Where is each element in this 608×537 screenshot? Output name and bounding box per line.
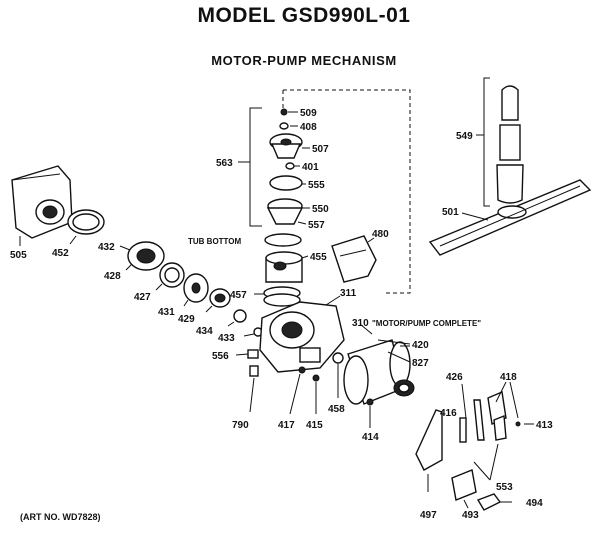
callout-427: 427: [134, 292, 151, 303]
bracket-549: [483, 77, 490, 207]
screw-509: [280, 108, 288, 116]
cover-480: [331, 235, 377, 283]
washer-434: [233, 309, 247, 323]
impeller-428: [119, 241, 165, 271]
part-416: [459, 417, 467, 443]
callout-310: 310: [352, 318, 369, 329]
part-401: [285, 162, 295, 170]
part-458: [332, 352, 344, 364]
art-number: (ART NO. WD7828): [20, 512, 101, 522]
callout-457: 457: [230, 290, 247, 301]
seal-429: [209, 288, 231, 308]
callout-420: 420: [412, 340, 429, 351]
callout-433: 433: [218, 333, 235, 344]
callout-507: 507: [312, 144, 329, 155]
section-title: MOTOR-PUMP MECHANISM: [211, 53, 397, 68]
callout-426: 426: [446, 372, 463, 383]
filter-housing-505: [11, 165, 73, 239]
hub-507: [269, 133, 303, 159]
bracket-563: [249, 107, 262, 227]
cup-550: [266, 198, 304, 225]
callout-416: 416: [440, 408, 457, 419]
tub-bottom-gasket: [264, 233, 302, 247]
assembly-dashed-outline: [283, 89, 411, 294]
screw-417: [298, 366, 306, 374]
part-494: [476, 493, 502, 511]
plate-431: [183, 273, 209, 303]
callout-553: 553: [496, 482, 513, 493]
callout-401: 401: [302, 162, 319, 173]
callout-549: 549: [456, 131, 473, 142]
callout-429: 429: [178, 314, 195, 325]
callout-413: 413: [536, 420, 553, 431]
callout-494: 494: [526, 498, 543, 509]
spray-tower-549: [496, 85, 524, 204]
callout-505: 505: [10, 250, 27, 261]
ring-555: [269, 175, 303, 191]
callout-550: 550: [312, 204, 329, 215]
callout-310-desc: "MOTOR/PUMP COMPLETE": [372, 319, 481, 328]
callout-434: 434: [196, 326, 213, 337]
part-790: [249, 365, 259, 377]
callout-452: 452: [52, 248, 69, 259]
callout-790: 790: [232, 420, 249, 431]
wire-420: [377, 339, 411, 345]
bracket-497: [415, 409, 443, 471]
callout-563: 563: [216, 158, 233, 169]
switch-493: [451, 469, 477, 501]
callout-418: 418: [500, 372, 517, 383]
pump-body-311: [259, 301, 345, 373]
screw-413: [515, 421, 521, 427]
label-tub-bottom: TUB BOTTOM: [188, 237, 242, 246]
callout-556: 556: [212, 351, 229, 362]
callout-827: 827: [412, 358, 429, 369]
washer-408: [279, 122, 289, 130]
ring-457: [263, 286, 301, 307]
callout-431: 431: [158, 307, 175, 318]
callout-415: 415: [306, 420, 323, 431]
callout-432: 432: [98, 242, 115, 253]
seal-427: [159, 262, 185, 288]
screw-415: [312, 374, 320, 382]
part-414: [366, 398, 374, 406]
housing-455: [265, 251, 303, 283]
callout-480: 480: [372, 229, 389, 240]
callout-417: 417: [278, 420, 295, 431]
callout-455: 455: [310, 252, 327, 263]
callout-428: 428: [104, 271, 121, 282]
callout-408: 408: [300, 122, 317, 133]
callout-555: 555: [308, 180, 325, 191]
callout-497: 497: [420, 510, 437, 521]
callout-509: 509: [300, 108, 317, 119]
callout-501: 501: [442, 207, 459, 218]
spray-arm-501: [428, 179, 592, 256]
part-827: [387, 351, 411, 363]
callout-557: 557: [308, 220, 325, 231]
bracket-418: [487, 391, 507, 441]
model-title: MODEL GSD990L-01: [197, 4, 411, 27]
callout-311: 311: [340, 288, 357, 299]
callout-493: 493: [462, 510, 479, 521]
motor-310: [343, 339, 415, 405]
spring-426: [473, 399, 485, 441]
part-556: [247, 349, 259, 359]
clamp-452: [67, 209, 105, 235]
callout-458: 458: [328, 404, 345, 415]
callout-414: 414: [362, 432, 379, 443]
